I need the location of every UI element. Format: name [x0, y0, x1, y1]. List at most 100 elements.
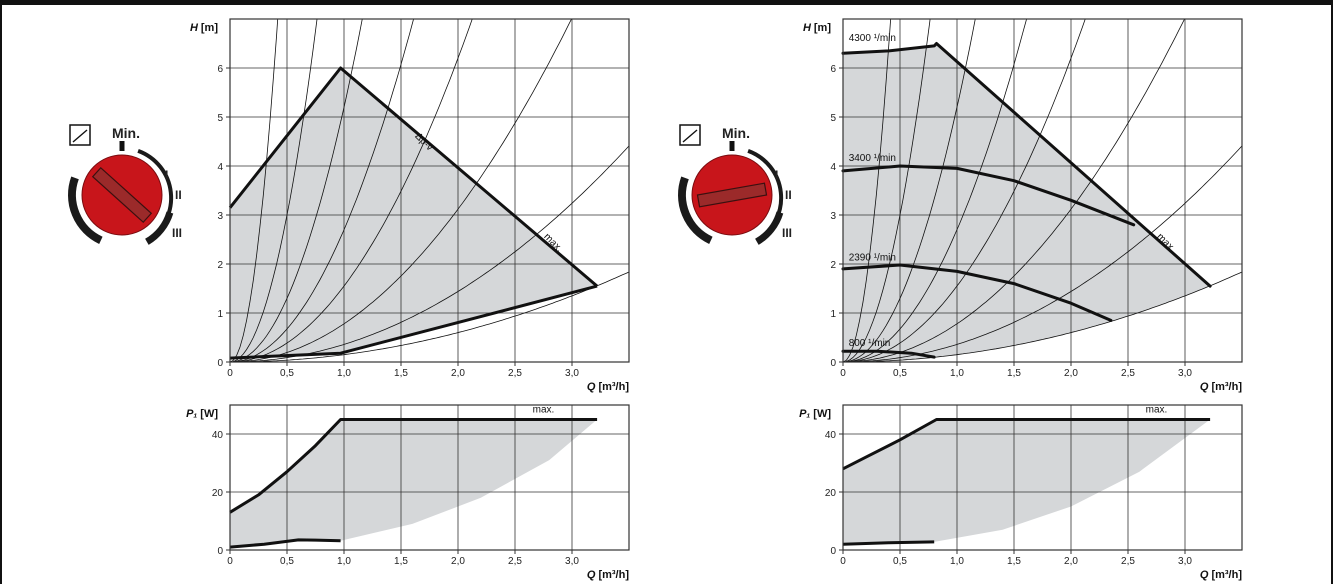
- left-bottom-xtick-label: 3,0: [565, 556, 579, 567]
- right-top-ytick-label: 6: [830, 64, 836, 75]
- right-top-xtick-label: 3,0: [1178, 368, 1192, 379]
- left-top-xlabel-var: Q: [587, 381, 596, 393]
- left-speed-knob-scale-arc-right-thick: [144, 211, 174, 245]
- right-speed-knob-min-mark: [729, 141, 735, 151]
- right-top-speed-3400-curve: [841, 164, 1136, 227]
- right-bottom-xtick-label: 2,0: [1064, 556, 1078, 567]
- left-bottom-ytick-label: 0: [217, 546, 223, 557]
- left-bottom-xlabel-var: Q: [587, 569, 596, 581]
- right-bottom-xtick-label: 0,5: [893, 556, 907, 567]
- left-bottom-xtick-label: 2,0: [451, 556, 465, 567]
- frame-border-right: [1331, 0, 1333, 584]
- right-bottom-ylabel-var: P₁: [799, 408, 810, 420]
- left-top-xtick-label: 1,5: [394, 368, 408, 379]
- left-speed-knob-label-min: Min.: [112, 125, 140, 141]
- right-bottom-ytick-label: 0: [830, 546, 836, 557]
- left-top-ytick-label: 6: [217, 64, 223, 75]
- left-top-ytick-label: 2: [217, 260, 223, 271]
- left-speed-knob-scale-arc-left: [68, 176, 103, 244]
- left-bottom-ytick-label: 40: [212, 430, 224, 441]
- left-bottom-ylabel: P₁[W]: [186, 408, 218, 420]
- left-top-ytick-label: 4: [217, 162, 223, 173]
- right-speed-knob-label-III: III: [782, 226, 792, 240]
- right-top-xtick-label: 2,0: [1064, 368, 1078, 379]
- right-top-xtick-label: 0: [840, 368, 846, 379]
- left-bottom-min-curve: [229, 538, 341, 549]
- right-top-speed-2390-curve: [841, 263, 1113, 322]
- left-bottom-ylabel-var: P₁: [186, 408, 197, 420]
- right-bottom-xlabel-unit: [m³/h]: [1211, 569, 1242, 581]
- left-top-xlabel: Q[m³/h]: [587, 381, 629, 393]
- right-top-label-3400: 3400 ¹/min: [849, 153, 896, 164]
- left-bottom-xtick-label: 2,5: [508, 556, 522, 567]
- right-bottom-xtick-label: 1,5: [1007, 556, 1021, 567]
- left-top-ylabel-var: H: [190, 22, 199, 34]
- right-top-xtick-label: 1,5: [1007, 368, 1021, 379]
- left-bottom-xlabel: Q[m³/h]: [587, 569, 629, 581]
- left-top-ytick-label: 3: [217, 211, 223, 222]
- left-top-ytick-label: 5: [217, 113, 223, 124]
- header-bar: [0, 0, 1333, 5]
- left-top-system-curve: [230, 19, 473, 362]
- left-top-xtick-label: 0: [227, 368, 233, 379]
- right-top-ytick-label: 5: [830, 113, 836, 124]
- left-speed-knob-label-III: III: [172, 226, 182, 240]
- right-bottom-ylabel-unit: [W]: [813, 408, 831, 420]
- left-top-ytick-label: 0: [217, 358, 223, 369]
- left-speed-knob-control-mode-icon-line: [72, 129, 88, 143]
- frame-border-left: [0, 0, 2, 584]
- left-top-xtick-label: 1,0: [337, 368, 351, 379]
- right-speed-knob-pointer: [696, 182, 768, 208]
- right-bottom-xlabel-var: Q: [1200, 569, 1209, 581]
- right-top-ytick-label: 1: [830, 309, 836, 320]
- right-bottom-plot-border: [842, 404, 1243, 551]
- left-top-ylabel: H[m]: [190, 22, 218, 34]
- right-top-ylabel-unit: [m]: [814, 22, 831, 34]
- left-bottom-xlabel-unit: [m³/h]: [598, 569, 629, 581]
- right-top-ytick-label: 2: [830, 260, 836, 271]
- right-top-system-curve: [843, 19, 1185, 362]
- left-top-xlabel-unit: [m³/h]: [598, 381, 629, 393]
- left-bottom-xtick-label: 1,0: [337, 556, 351, 567]
- right-top-ytick-label: 4: [830, 162, 836, 173]
- right-speed-knob-label-II: II: [785, 188, 792, 202]
- left-top-ytick-label: 1: [217, 309, 223, 320]
- left-bottom-plot-border: [229, 404, 630, 551]
- right-bottom-max-label: max.: [1146, 404, 1168, 415]
- left-top-system-curve: [230, 19, 414, 362]
- right-top-label-2390: 2390 ¹/min: [849, 253, 896, 264]
- right-top-xtick-label: 0,5: [893, 368, 907, 379]
- right-top-speed-4300-curve: [841, 42, 1212, 288]
- right-bottom-ytick-label: 40: [825, 430, 837, 441]
- right-top-ylabel-var: H: [803, 22, 812, 34]
- left-top-system-curve: [230, 19, 363, 362]
- right-top-xtick-label: 1,0: [950, 368, 964, 379]
- right-top-xlabel-var: Q: [1200, 381, 1209, 393]
- left-top-system-curve: [230, 19, 318, 362]
- right-bottom-xtick-label: 3,0: [1178, 556, 1192, 567]
- right-top-ytick-label: 3: [830, 211, 836, 222]
- right-top-ytick-label: 0: [830, 358, 836, 369]
- right-top-system-curve: [843, 145, 1242, 362]
- left-top-system-curve: [230, 19, 279, 362]
- left-top-xtick-label: 2,0: [451, 368, 465, 379]
- left-top-operating-area: [230, 68, 598, 359]
- left-top-system-curve: [230, 271, 629, 362]
- left-speed-knob-label-I: I: [165, 168, 168, 182]
- right-speed-knob-control-mode-icon-line: [682, 129, 698, 143]
- left-speed-knob-label-II: II: [175, 188, 182, 202]
- right-bottom-xlabel: Q[m³/h]: [1200, 569, 1242, 581]
- right-speed-knob-scale-arc-right-thick: [754, 211, 784, 245]
- left-bottom-ylabel-unit: [W]: [200, 408, 218, 420]
- right-bottom-min-curve: [842, 540, 935, 546]
- right-bottom-ytick-label: 20: [825, 488, 837, 499]
- left-speed-knob-pointer: [91, 166, 153, 224]
- right-top-plot-border: [842, 18, 1243, 363]
- left-bottom-xtick-label: 0,5: [280, 556, 294, 567]
- left-speed-knob-min-mark: [119, 141, 125, 151]
- left-bottom-xtick-label: 1,5: [394, 556, 408, 567]
- right-bottom-xtick-label: 1,0: [950, 556, 964, 567]
